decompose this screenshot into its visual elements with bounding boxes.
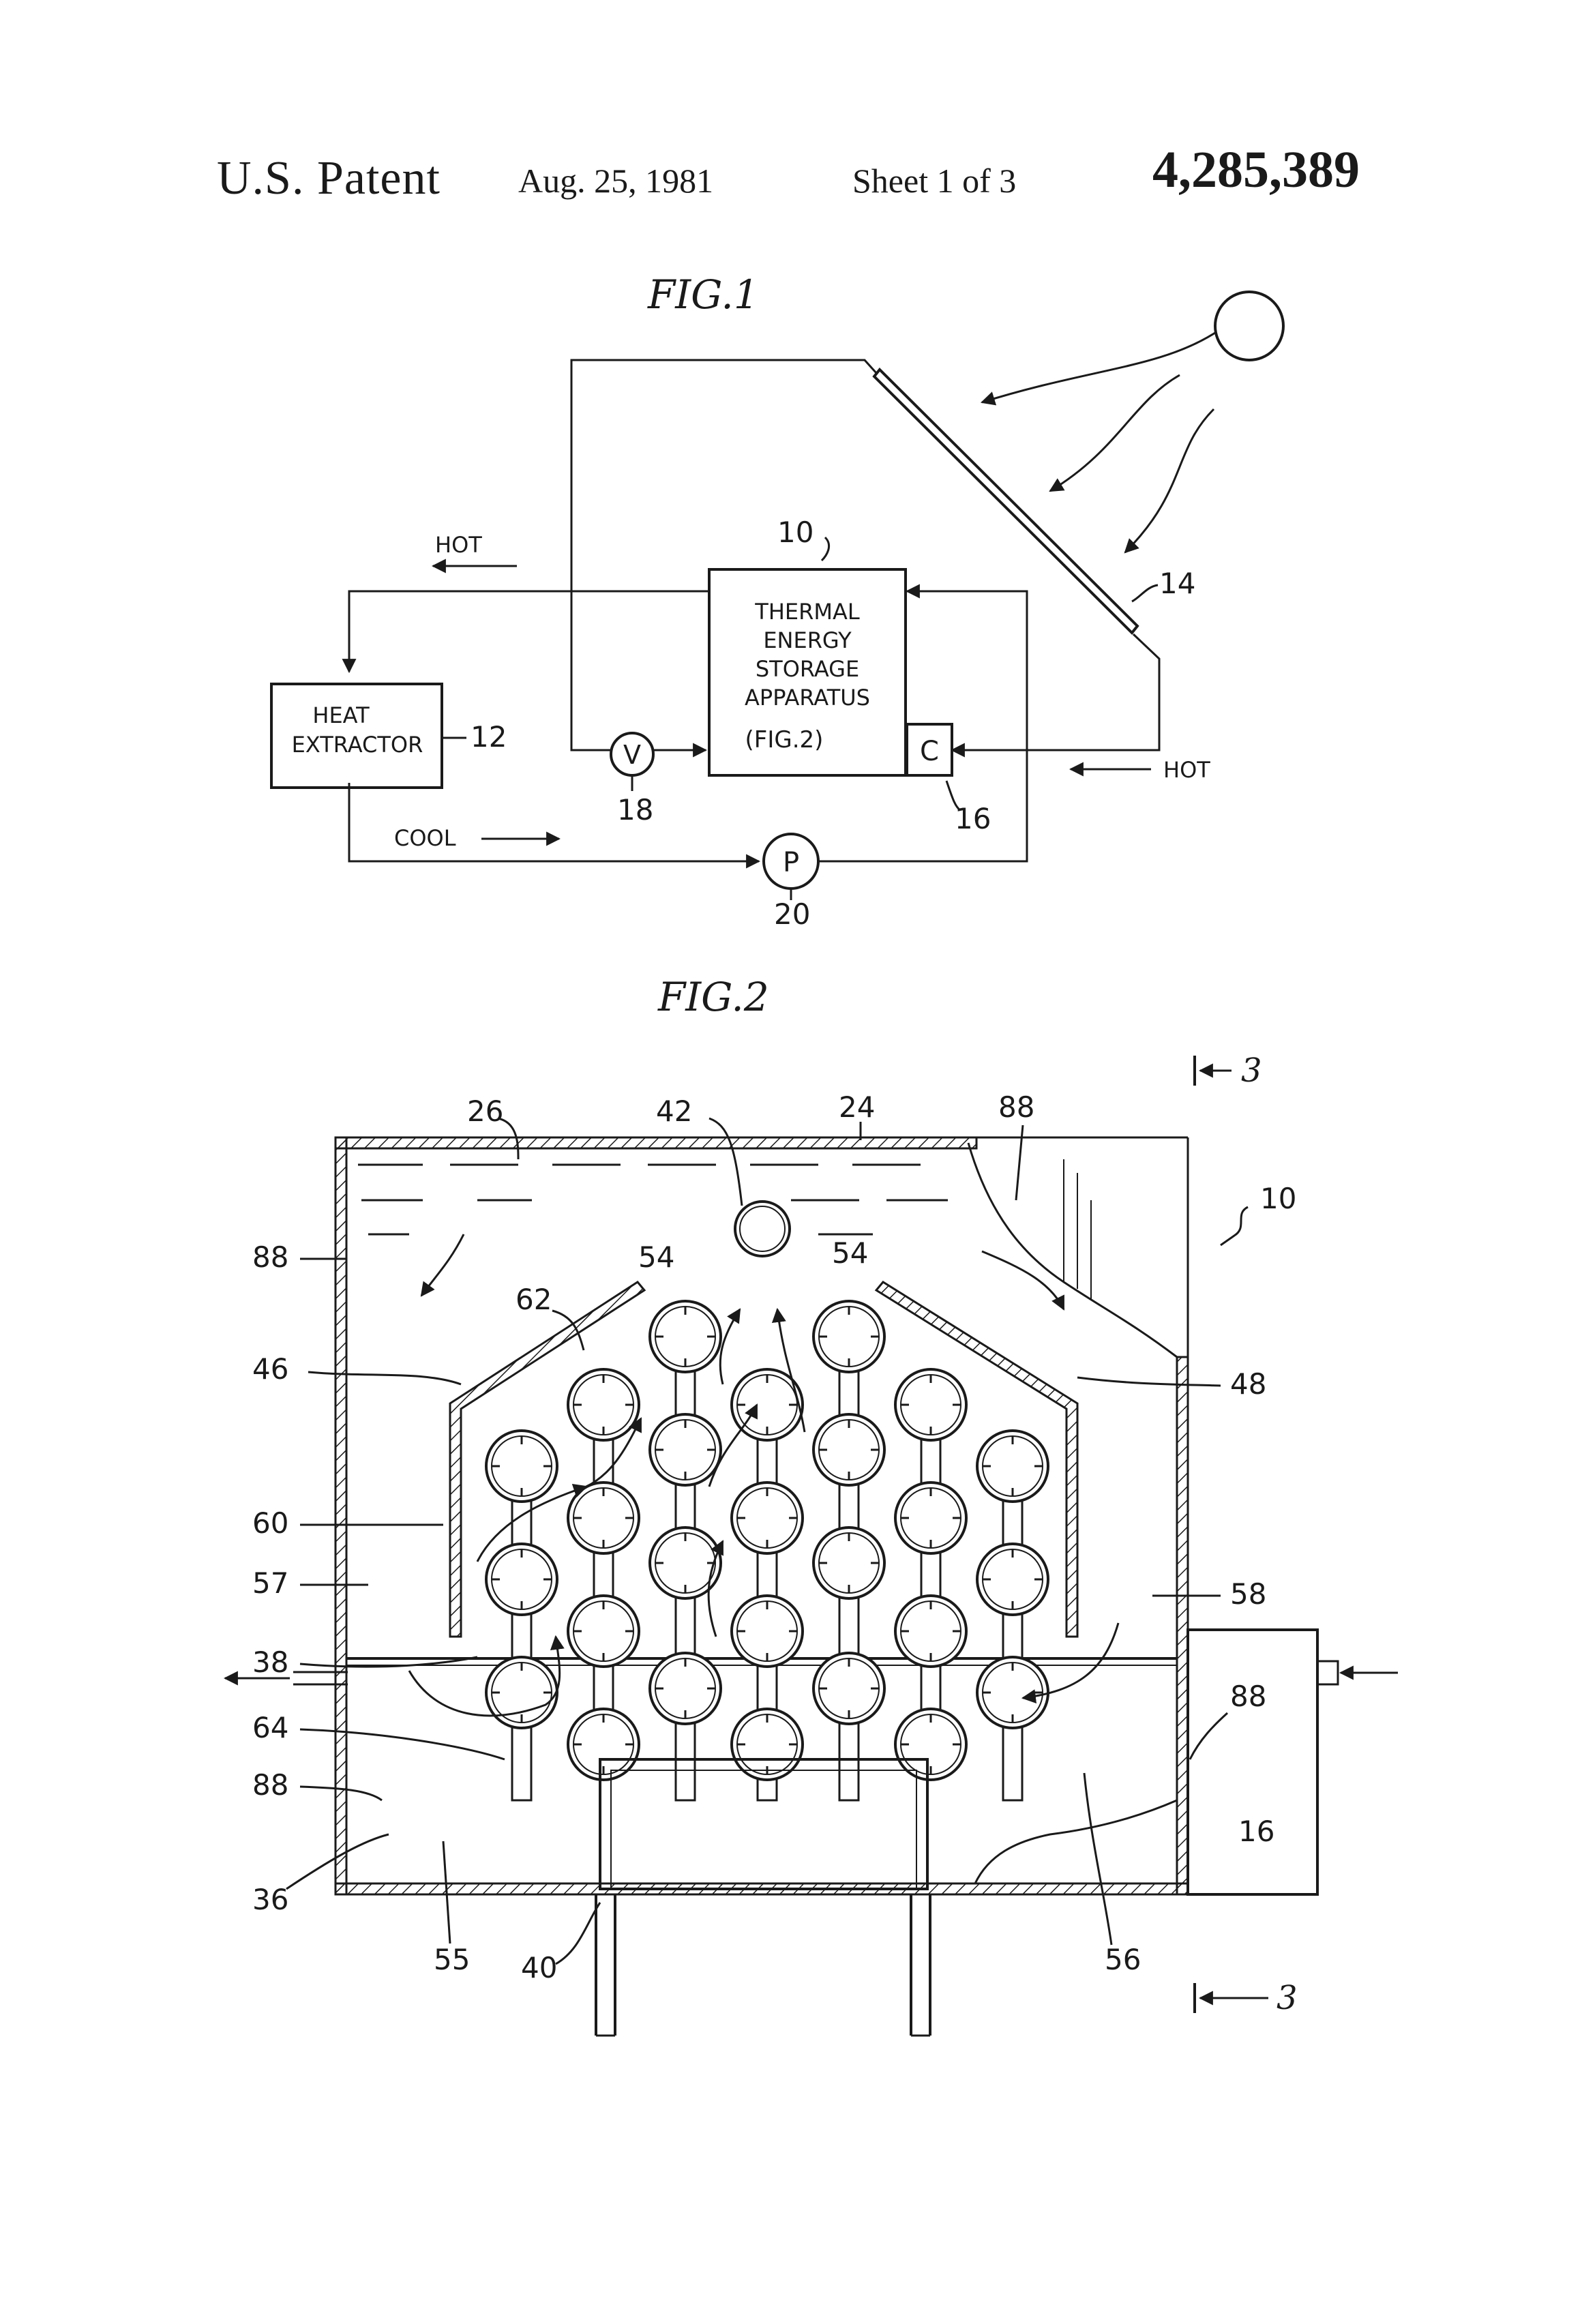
support-rod (1003, 1466, 1022, 1800)
water-surface (358, 1165, 948, 1234)
extractor-label-1: HEAT (312, 702, 370, 728)
ref-46-leader (308, 1372, 461, 1384)
ref-14: 14 (1159, 567, 1195, 600)
ref-88-right: 88 (1230, 1680, 1266, 1713)
fig1-title: FIG.1 (647, 271, 759, 318)
heat-extractor-box: HEAT EXTRACTOR (271, 684, 442, 788)
flow-hot-top: HOT (435, 532, 482, 558)
valve-symbol: V (623, 740, 641, 770)
figure-1: FIG.1 (271, 271, 1283, 931)
section-marker-bottom-label: 3 (1277, 1979, 1298, 2017)
sun-icon (1215, 292, 1283, 360)
ref-20: 20 (774, 897, 810, 931)
ref-55: 55 (434, 1943, 470, 1976)
ref-88-lower: 88 (252, 1768, 288, 1802)
ref-10-fig2-leader (1221, 1207, 1248, 1245)
inlet-pipe-inner (740, 1206, 785, 1251)
ref-48-leader (1077, 1377, 1221, 1386)
storage-label-4: APPARATUS (745, 685, 870, 711)
storage-label-2: ENERGY (763, 627, 852, 653)
ref-42: 42 (656, 1094, 692, 1128)
ref-10-fig2: 10 (1260, 1182, 1296, 1215)
fig2-title: FIG.2 (657, 974, 769, 1020)
ref-38: 38 (252, 1645, 288, 1679)
ref-14-leader (1132, 585, 1158, 601)
storage-label-5: (FIG.2) (745, 726, 824, 754)
ref-57: 57 (252, 1566, 288, 1600)
ref-56: 56 (1105, 1943, 1141, 1976)
solar-collector (874, 370, 1137, 633)
ref-36: 36 (252, 1883, 288, 1916)
figure-2: FIG.2 3 3 (225, 974, 1398, 2036)
ref-62: 62 (516, 1283, 552, 1316)
ref-10-fig1: 10 (777, 516, 814, 549)
controller-symbol: C (920, 736, 939, 767)
ref-60: 60 (252, 1506, 288, 1540)
ref-64: 64 (252, 1711, 288, 1744)
ref-56-leader (1084, 1773, 1111, 1945)
piping (349, 360, 1159, 861)
flow-hot-right: HOT (1163, 757, 1210, 783)
ref-24: 24 (839, 1090, 875, 1124)
section-marker-bottom: 3 (1195, 1979, 1298, 2017)
extractor-label-2: EXTRACTOR (292, 732, 423, 758)
flow-cool: COOL (394, 825, 456, 851)
ref-54-left: 54 (638, 1240, 674, 1274)
ref-40-leader (556, 1903, 600, 1964)
inlet-pipe (735, 1202, 790, 1256)
ref-16-fig1: 16 (955, 802, 991, 835)
ref-10-leader (822, 537, 829, 561)
ref-58: 58 (1230, 1577, 1266, 1611)
ref-88-right-leader (1190, 1713, 1227, 1759)
ref-46: 46 (252, 1352, 288, 1386)
ref-42-leader (709, 1118, 742, 1206)
pump-symbol: P (783, 847, 799, 878)
ref-88-top: 88 (998, 1090, 1034, 1124)
ref-48: 48 (1230, 1367, 1266, 1401)
ref-54-right: 54 (832, 1236, 868, 1270)
capsule-array (486, 1301, 1048, 1800)
ref-40: 40 (521, 1951, 557, 1984)
ref-26: 26 (467, 1094, 503, 1128)
cutaway-line (975, 1800, 1177, 1883)
storage-label-1: THERMAL (754, 599, 860, 625)
ref-88-left: 88 (252, 1240, 288, 1274)
ref-16-fig2: 16 (1238, 1815, 1274, 1848)
storage-label-3: STORAGE (756, 656, 859, 682)
storage-apparatus-box: THERMAL ENERGY STORAGE APPARATUS (FIG.2)… (709, 569, 952, 775)
section-marker-top: 3 (1195, 1052, 1262, 1090)
section-marker-top-label: 3 (1241, 1052, 1262, 1090)
ref-18: 18 (617, 793, 653, 826)
ref-12: 12 (471, 720, 507, 754)
ref-64-leader (300, 1729, 505, 1759)
controller-housing (1188, 1630, 1398, 1894)
